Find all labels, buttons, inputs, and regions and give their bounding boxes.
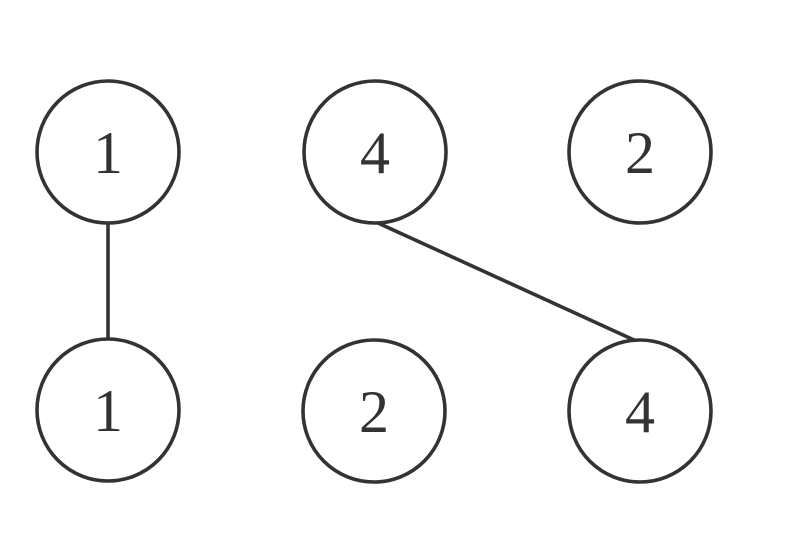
graph-node-label-bottom-right: 4 [625,379,655,445]
graph-node-label-top-left: 1 [93,120,123,186]
graph-node-label-top-right: 2 [625,120,655,186]
graph-node-label-bottom-middle: 2 [359,379,389,445]
graph-node-label-top-middle: 4 [360,120,390,186]
graph-node-top-middle[interactable] [302,79,448,225]
graph-node-top-right[interactable] [567,79,713,225]
graph-edge-top-middle-bottom-right [377,221,635,342]
edges-layer [106,221,635,342]
graph-node-bottom-right[interactable] [567,338,713,484]
graph-node-top-left[interactable] [35,79,181,225]
graph-node-bottom-middle[interactable] [301,338,447,484]
nodes-layer: 1 4 2 1 2 4 [35,79,713,484]
graph-node-label-bottom-left: 1 [93,378,123,444]
graph-node-bottom-left[interactable] [35,337,181,483]
